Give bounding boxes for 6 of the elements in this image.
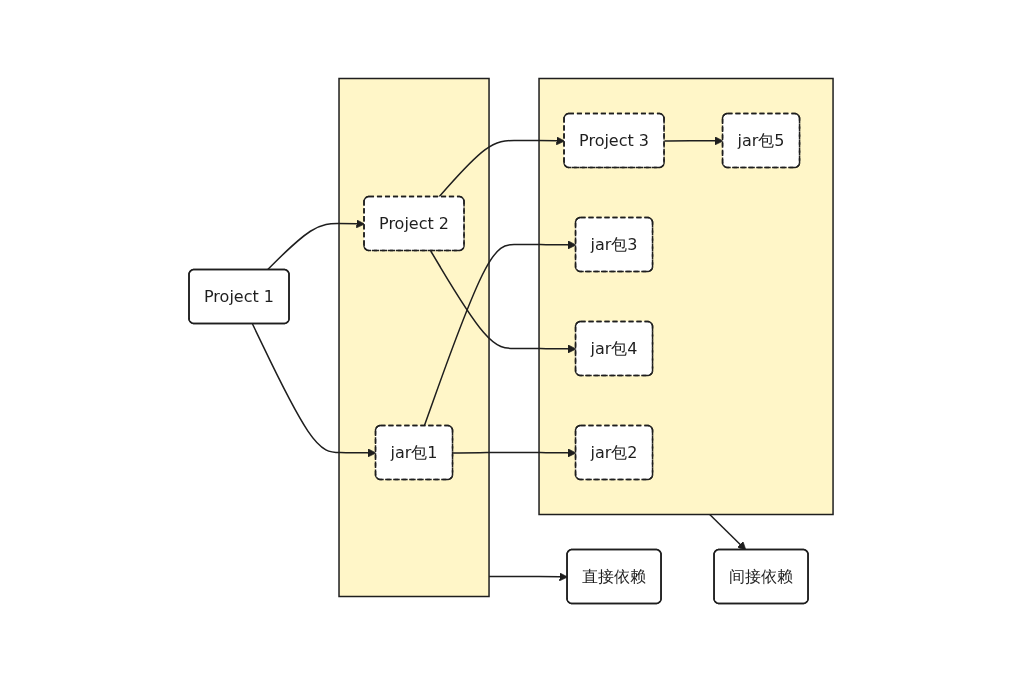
cluster [538,77,835,516]
cluster [338,77,491,598]
arrow [424,240,577,427]
arrow [430,250,577,354]
arrow [664,136,724,146]
arrow [709,513,747,551]
